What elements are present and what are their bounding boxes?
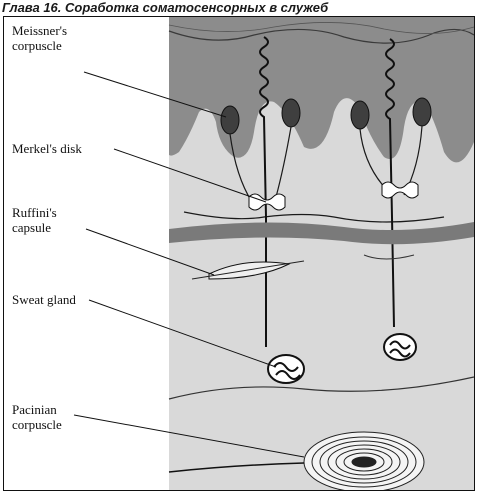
- merkel-disk-label: Merkel's disk: [12, 141, 82, 156]
- meissner-corpuscle-label: Meissner's corpuscle: [12, 23, 67, 53]
- pacinian-corpuscle: [304, 432, 424, 490]
- sweat-gland-label: Sweat gland: [12, 292, 76, 307]
- skin-receptors-illustration: [4, 17, 474, 490]
- pacinian-corpuscle-label: Pacinian corpuscle: [12, 402, 62, 432]
- figure-frame: Meissner's corpuscle Merkel's disk Ruffi…: [3, 16, 475, 491]
- ruffini-capsule-label: Ruffini's capsule: [12, 205, 57, 235]
- page-header-title: Глава 16. Соработка соматосенсорных в сл…: [0, 0, 477, 16]
